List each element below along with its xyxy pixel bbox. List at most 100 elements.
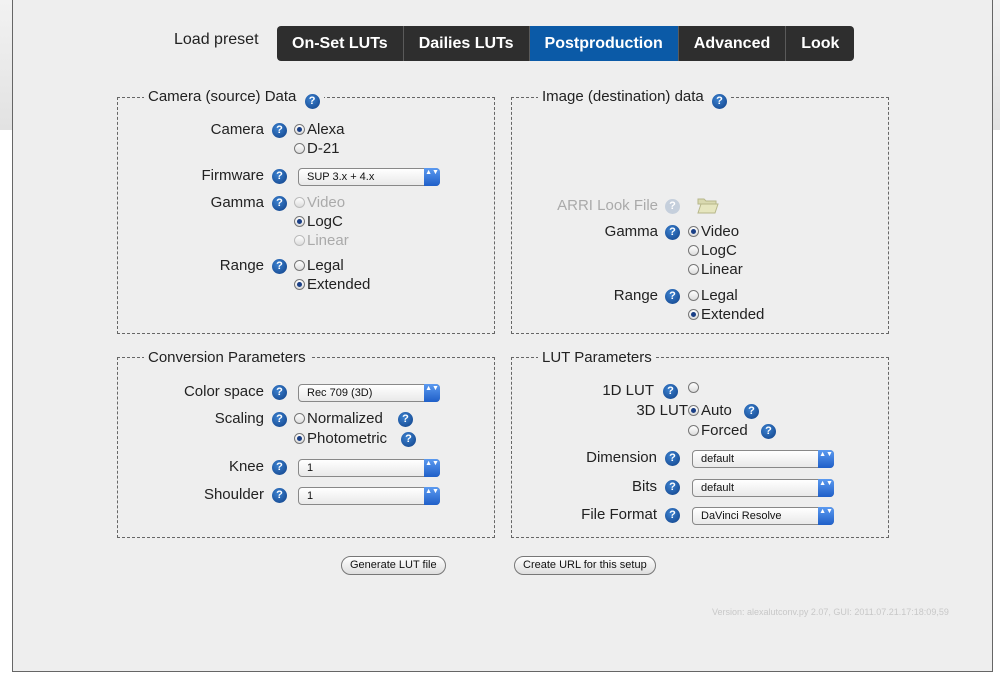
lut-radio-auto[interactable]: Auto bbox=[688, 402, 732, 419]
camera-source-fieldset: Camera (source) Data ? bbox=[117, 88, 495, 334]
help-icon[interactable]: ? bbox=[665, 451, 680, 466]
radio-selected-indicator bbox=[688, 226, 699, 237]
generate-lut-file-button[interactable]: Generate LUT file bbox=[341, 556, 446, 575]
dest-gamma-radio-video[interactable]: Video bbox=[688, 223, 739, 240]
help-icon[interactable]: ? bbox=[272, 460, 287, 475]
conversion-parameters-fieldset: Conversion Parameters bbox=[117, 349, 495, 538]
tab-dailies-luts[interactable]: Dailies LUTs bbox=[404, 26, 530, 61]
gamma-radio-linear: Linear bbox=[294, 232, 349, 249]
camera-radio-alexa[interactable]: Alexa bbox=[294, 121, 345, 138]
scaling-radio-normalized[interactable]: Normalized bbox=[294, 410, 383, 427]
lut-1d-label: 1D LUT bbox=[602, 382, 654, 399]
image-destination-legend: Image (destination) data ? bbox=[538, 88, 731, 109]
select-arrow-icon: ▲▼ bbox=[818, 507, 834, 525]
dest-gamma-radio-logc[interactable]: LogC bbox=[688, 242, 737, 259]
dest-gamma-radio-linear[interactable]: Linear bbox=[688, 261, 743, 278]
select-arrow-icon: ▲▼ bbox=[818, 450, 834, 468]
lut-3d-label: 3D LUT bbox=[636, 402, 688, 419]
radio-indicator bbox=[688, 245, 699, 256]
scaling-label: Scaling bbox=[214, 410, 264, 427]
radio-selected-indicator bbox=[294, 433, 305, 444]
color-space-select[interactable]: Rec 709 (3D) ▲▼ bbox=[298, 384, 440, 402]
help-icon[interactable]: ? bbox=[665, 289, 680, 304]
radio-indicator bbox=[294, 260, 305, 271]
firmware-select[interactable]: SUP 3.x + 4.x ▲▼ bbox=[298, 168, 440, 186]
radio-indicator bbox=[294, 197, 305, 208]
radio-selected-indicator bbox=[688, 405, 699, 416]
dest-gamma-label: Gamma bbox=[604, 223, 658, 240]
radio-indicator bbox=[294, 143, 305, 154]
lut-1d-radio[interactable] bbox=[688, 382, 699, 393]
help-icon[interactable]: ? bbox=[401, 432, 416, 447]
select-arrow-icon: ▲▼ bbox=[424, 168, 440, 186]
lut-radio-forced[interactable]: Forced bbox=[688, 422, 748, 439]
help-icon[interactable]: ? bbox=[272, 412, 287, 427]
camera-source-legend: Camera (source) Data ? bbox=[144, 88, 324, 109]
tab-look[interactable]: Look bbox=[801, 35, 840, 52]
dest-range-radio-legal[interactable]: Legal bbox=[688, 287, 738, 304]
knee-select[interactable]: 1 ▲▼ bbox=[298, 459, 440, 477]
help-icon[interactable]: ? bbox=[665, 225, 680, 240]
help-icon[interactable]: ? bbox=[272, 196, 287, 211]
load-preset-label: Load preset bbox=[174, 31, 259, 48]
gamma-radio-logc[interactable]: LogC bbox=[294, 213, 343, 230]
range-radio-legal[interactable]: Legal bbox=[294, 257, 344, 274]
dimension-select[interactable]: default ▲▼ bbox=[692, 450, 834, 468]
select-arrow-icon: ▲▼ bbox=[424, 459, 440, 477]
help-icon[interactable]: ? bbox=[398, 412, 413, 427]
help-icon[interactable]: ? bbox=[711, 94, 727, 109]
firmware-label: Firmware bbox=[201, 167, 265, 184]
select-arrow-icon: ▲▼ bbox=[818, 479, 834, 497]
radio-selected-indicator bbox=[294, 279, 305, 290]
gamma-label: Gamma bbox=[210, 194, 264, 211]
bits-select[interactable]: default ▲▼ bbox=[692, 479, 834, 497]
range-label: Range bbox=[219, 257, 264, 274]
gamma-radio-video: Video bbox=[294, 194, 345, 211]
tab-postproduction[interactable]: Postproduction bbox=[529, 26, 679, 61]
create-url-button[interactable]: Create URL for this setup bbox=[514, 556, 656, 575]
help-icon[interactable]: ? bbox=[272, 385, 287, 400]
scaling-radio-photometric[interactable]: Photometric bbox=[294, 430, 387, 447]
preset-tabs: On-Set LUTs Dailies LUTs Postproduction … bbox=[277, 26, 855, 61]
image-destination-fieldset: Image (destination) data ? bbox=[511, 88, 889, 334]
help-icon[interactable]: ? bbox=[665, 480, 680, 495]
help-icon[interactable]: ? bbox=[272, 123, 287, 138]
shoulder-label: Shoulder bbox=[203, 486, 264, 503]
help-icon[interactable]: ? bbox=[272, 488, 287, 503]
help-icon[interactable]: ? bbox=[663, 384, 678, 399]
knee-label: Knee bbox=[228, 458, 264, 475]
radio-indicator bbox=[688, 382, 699, 393]
color-space-label: Color space bbox=[183, 383, 264, 400]
version-text: Version: alexalutconv.py 2.07, GUI: 2011… bbox=[712, 607, 949, 617]
camera-radio-d21[interactable]: D-21 bbox=[294, 140, 340, 157]
shoulder-select[interactable]: 1 ▲▼ bbox=[298, 487, 440, 505]
range-radio-extended[interactable]: Extended bbox=[294, 276, 370, 293]
dest-range-radio-extended[interactable]: Extended bbox=[688, 306, 764, 323]
help-icon[interactable]: ? bbox=[761, 424, 776, 439]
radio-indicator bbox=[294, 413, 305, 424]
help-icon[interactable]: ? bbox=[304, 94, 320, 109]
help-icon[interactable]: ? bbox=[272, 169, 287, 184]
lut-parameters-fieldset: LUT Parameters bbox=[511, 349, 889, 538]
radio-indicator bbox=[688, 264, 699, 275]
tab-on-set-luts[interactable]: On-Set LUTs bbox=[277, 26, 404, 61]
radio-selected-indicator bbox=[294, 216, 305, 227]
file-format-select[interactable]: DaVinci Resolve ▲▼ bbox=[692, 507, 834, 525]
tab-advanced[interactable]: Advanced bbox=[679, 26, 787, 61]
radio-selected-indicator bbox=[294, 124, 305, 135]
help-icon[interactable]: ? bbox=[744, 404, 759, 419]
arri-look-file-label: ARRI Look File bbox=[557, 197, 658, 214]
dest-range-label: Range bbox=[613, 287, 658, 304]
select-arrow-icon: ▲▼ bbox=[424, 487, 440, 505]
file-format-label: File Format bbox=[581, 506, 657, 523]
conversion-parameters-legend: Conversion Parameters bbox=[148, 349, 306, 366]
lut-parameters-legend: LUT Parameters bbox=[542, 349, 652, 366]
bits-label: Bits bbox=[631, 478, 657, 495]
radio-indicator bbox=[294, 235, 305, 246]
help-icon[interactable]: ? bbox=[272, 259, 287, 274]
help-icon[interactable]: ? bbox=[665, 508, 680, 523]
radio-indicator bbox=[688, 290, 699, 301]
radio-indicator bbox=[688, 425, 699, 436]
camera-label: Camera bbox=[210, 121, 264, 138]
folder-open-icon bbox=[697, 198, 719, 214]
